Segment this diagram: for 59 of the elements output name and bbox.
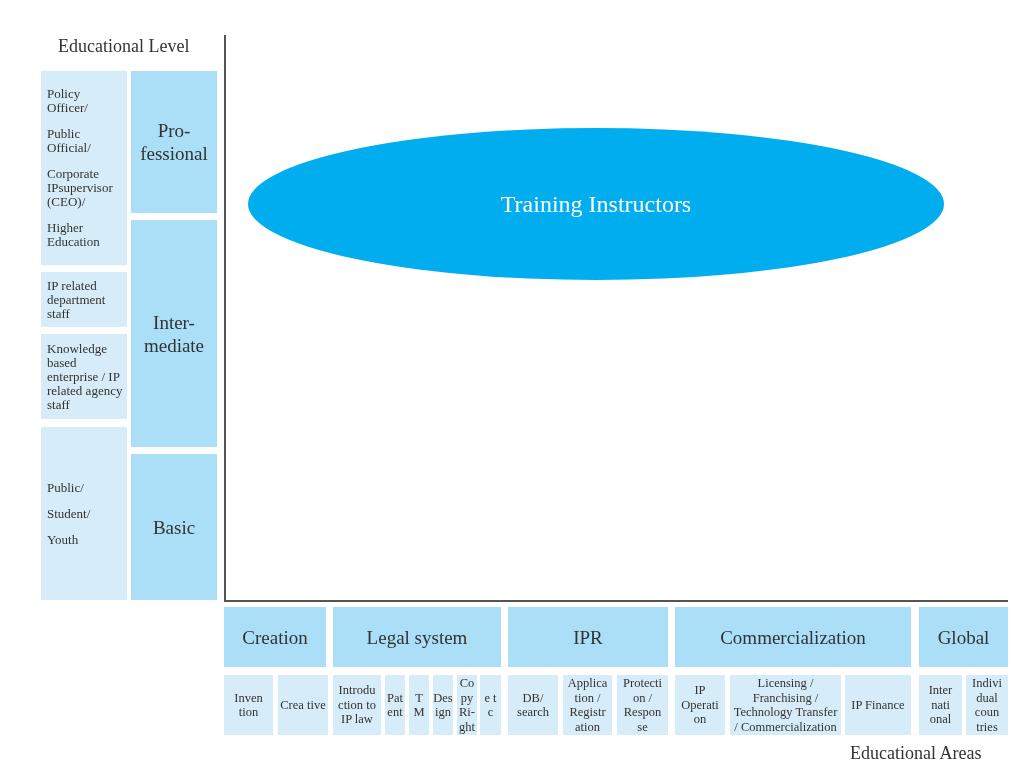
audience-text: Higher Education	[47, 221, 101, 249]
topic-tile	[675, 675, 725, 735]
area-header	[919, 607, 1008, 667]
area-title: Global	[937, 625, 990, 649]
topic-tile	[508, 675, 558, 735]
topic-text: T M	[412, 690, 426, 720]
topic-text: Co py Ri- ght	[458, 676, 476, 734]
topic-text: Inter nati onal	[927, 683, 954, 727]
topic-text: Crea tive	[280, 697, 326, 713]
topic-text: IP Operati on	[680, 683, 720, 727]
area-header	[224, 607, 326, 667]
topic-tile	[409, 675, 429, 735]
area-title: IPR	[573, 625, 603, 649]
topic-tile	[845, 675, 911, 735]
topic-text: Protecti on / Respon se	[622, 676, 663, 734]
audience-panel	[41, 71, 127, 265]
topic-tile	[919, 675, 962, 735]
topic-tile	[480, 675, 501, 735]
axis-title: Educational Areas	[850, 743, 982, 764]
area-header	[675, 607, 911, 667]
topic-tile	[385, 675, 405, 735]
level-text: Inter- mediate	[142, 310, 206, 357]
level-text: Basic	[152, 515, 196, 539]
topic-tile	[224, 675, 273, 735]
topic-tile	[333, 675, 381, 735]
area-title: Legal system	[366, 625, 468, 649]
audience-text: IP related department staff	[47, 278, 107, 321]
axis-title: Educational Level	[58, 36, 190, 57]
topic-text: e t c	[483, 690, 498, 720]
topic-text: IP Finance	[851, 697, 905, 713]
audience-panel	[41, 334, 127, 419]
audience-text: Knowledge based enterprise / IP related agency staff	[47, 341, 123, 412]
topic-text: Indivi dual coun tries	[971, 676, 1003, 734]
topic-text: Des ign	[433, 690, 453, 720]
audience-text: Corporate IPsupervisor (CEO)/	[47, 167, 114, 209]
topic-text: DB/ search	[516, 690, 550, 720]
area-title: Commercialization	[720, 625, 866, 649]
ellipse-text: Training Instructors	[500, 190, 692, 218]
audience-text: Student/	[47, 506, 91, 521]
area-title: Creation	[242, 625, 308, 649]
topic-tile	[433, 675, 453, 735]
audience-panel	[41, 272, 127, 327]
topic-tile	[278, 675, 328, 735]
level-text: Pro- fessional	[139, 119, 209, 165]
topic-text: Applica tion / Registr ation	[566, 676, 609, 734]
audience-text: Youth	[47, 532, 79, 547]
topic-text: Inven tion	[233, 690, 264, 720]
topic-text: Licensing / Franchising / Technology Transfer / Commercialization	[732, 676, 839, 734]
audience-text: Public Official/	[47, 127, 92, 155]
level-panel	[131, 71, 217, 213]
audience-text: Policy Officer/	[47, 87, 89, 115]
area-header	[508, 607, 668, 667]
level-panel	[131, 220, 217, 447]
topic-text: Introdu ction to IP law	[337, 683, 377, 727]
area-header	[333, 607, 501, 667]
topic-text: Pat ent	[386, 690, 404, 720]
audience-text: Public/	[47, 480, 84, 495]
audience-panel	[41, 427, 127, 600]
level-panel	[131, 454, 217, 600]
